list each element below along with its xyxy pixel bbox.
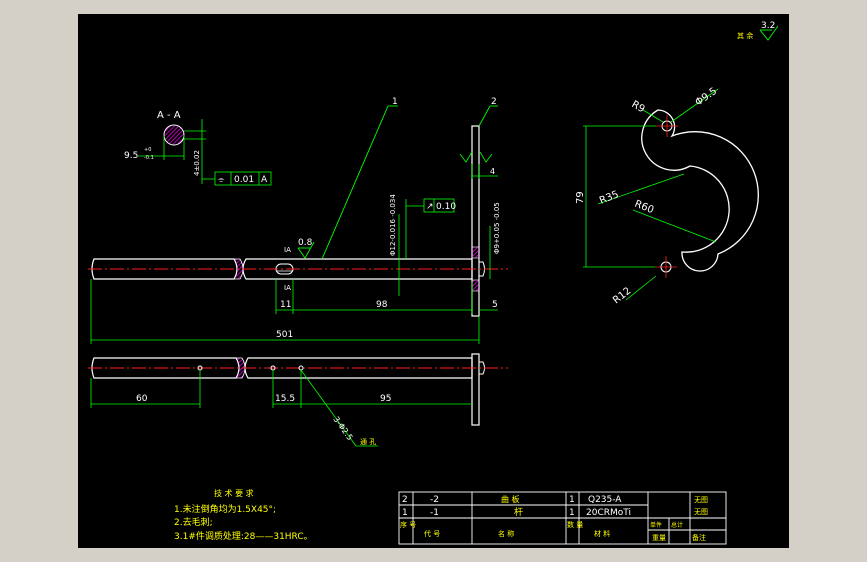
roughness-plate-right-icon (479, 151, 493, 163)
technical-requirements: 技 术 要 求 1.未注倒角均为1.5X45°; 2.去毛刺; 3.1#件调质处… (174, 488, 313, 542)
hole-suffix: 通 孔 (360, 437, 376, 446)
dim-15-5: 15.5 (275, 394, 295, 404)
row2-qty: 1 (569, 495, 575, 505)
tech-line-3: 3.1#件调质处理:28——31HRC。 (174, 530, 313, 542)
flatness-symbol: ⌯ (218, 175, 225, 184)
dim-plate-thickness: 4 (490, 167, 495, 176)
dim-slot: 11 (280, 300, 291, 310)
general-roughness: 其 余 3.2 (737, 21, 779, 41)
tech-line-1: 1.未注倒角均为1.5X45°; (174, 503, 276, 515)
col-weight: 重量 (652, 534, 666, 542)
title-block (398, 491, 727, 545)
roughness-symbol-icon (759, 25, 779, 41)
dim-rod-diameter: Φ12-0.016 -0.034 (389, 194, 397, 256)
dim-95: 95 (380, 394, 391, 404)
dim-r35: R35 (598, 189, 620, 207)
hole-note: 3-Φ2.5 (331, 415, 354, 442)
plate-outline (641, 109, 759, 272)
dim-section-tol-upper: +0 (144, 147, 151, 153)
col-remark: 备注 (692, 533, 706, 542)
header-name: 名 称 (498, 529, 514, 538)
row2-code: -2 (430, 495, 439, 505)
flatness-frame (214, 171, 272, 186)
datum-mark-bottom: IA (284, 284, 291, 292)
row1-weight: 无图 (694, 508, 708, 516)
dim-5: 5 (492, 300, 498, 310)
header-qty: 数 量 (567, 520, 583, 529)
dim-60: 60 (136, 394, 148, 404)
drawing-svg: A - A 9.5 +0 -0.1 4±0.02 ⌯ 0.01 A 其 余 3.… (88, 21, 779, 545)
flatness-value: 0.01 (234, 175, 254, 185)
datum-mark-top: IA (284, 246, 291, 254)
roughness-shaft-icon (297, 241, 315, 259)
col-total: 总计 (671, 521, 683, 529)
drawing-canvas: A - A 9.5 +0 -0.1 4±0.02 ⌯ 0.01 A 其 余 3.… (78, 14, 789, 548)
dim-98: 98 (376, 300, 388, 310)
section-aa: A - A 9.5 +0 -0.1 4±0.02 ⌯ 0.01 A (124, 110, 272, 186)
roughness-shaft-value: 0.8 (298, 238, 313, 248)
header-no: 序 号 (400, 520, 416, 529)
col-single: 单件 (650, 521, 662, 529)
dim-plate-79: 79 (575, 191, 586, 204)
roughness-general-value: 3.2 (761, 21, 775, 31)
balloon-1: 1 (392, 97, 398, 107)
dim-section-height: 4±0.02 (193, 150, 201, 176)
dim-d9-5: Φ9.5 (693, 86, 719, 109)
row1-name: 杆 (514, 506, 523, 518)
dim-r12: R12 (611, 286, 633, 307)
row1-material: 20CRMoTi (586, 508, 631, 518)
dim-r60: R60 (633, 199, 655, 217)
rod-bottom-view: 60 15.5 95 3-Φ2.5 通 孔 (88, 353, 508, 447)
dim-section-tol-lower: -0.1 (144, 155, 154, 161)
flatness-datum: A (261, 175, 268, 185)
section-circle (163, 124, 185, 146)
curved-plate: 79 R9 Φ9.5 R35 R60 R12 (575, 86, 759, 307)
row1-code: -1 (430, 508, 439, 518)
row1-qty: 1 (569, 508, 575, 518)
row2-no: 2 (402, 495, 408, 505)
title-block-text: 2 -2 曲 板 1 Q235-A 1 -1 杆 1 20CRMoTi 序 号 … (400, 494, 708, 542)
dim-total-length: 501 (276, 330, 293, 340)
tech-line-2: 2.去毛刺; (174, 516, 213, 528)
runout-frame (423, 198, 455, 213)
row2-weight: 无图 (694, 496, 708, 504)
tech-title: 技 术 要 求 (214, 488, 254, 498)
dim-pin-diameter: Φ9+0.05 -0.05 (493, 202, 501, 254)
balloon-2: 2 (491, 97, 497, 107)
section-label: A - A (157, 110, 181, 121)
row1-no: 1 (402, 508, 408, 518)
dim-r9: R9 (630, 99, 647, 115)
row2-material: Q235-A (588, 495, 622, 505)
roughness-plate-left-icon (459, 151, 473, 163)
row2-name: 曲 板 (501, 494, 520, 504)
roughness-general-label: 其 余 (737, 31, 753, 40)
runout-arrow-icon: ↗ (426, 202, 434, 212)
dim-section-width: 9.5 (124, 151, 138, 161)
runout-value: 0.10 (436, 202, 456, 212)
header-code: 代 号 (424, 529, 440, 538)
rod-top-view: 0.8 1 2 IA IA Φ12-0.016 -0.034 ↗ 0.10 Φ9… (88, 97, 508, 344)
plate-edge (471, 125, 480, 317)
header-material: 材 料 (594, 529, 610, 538)
